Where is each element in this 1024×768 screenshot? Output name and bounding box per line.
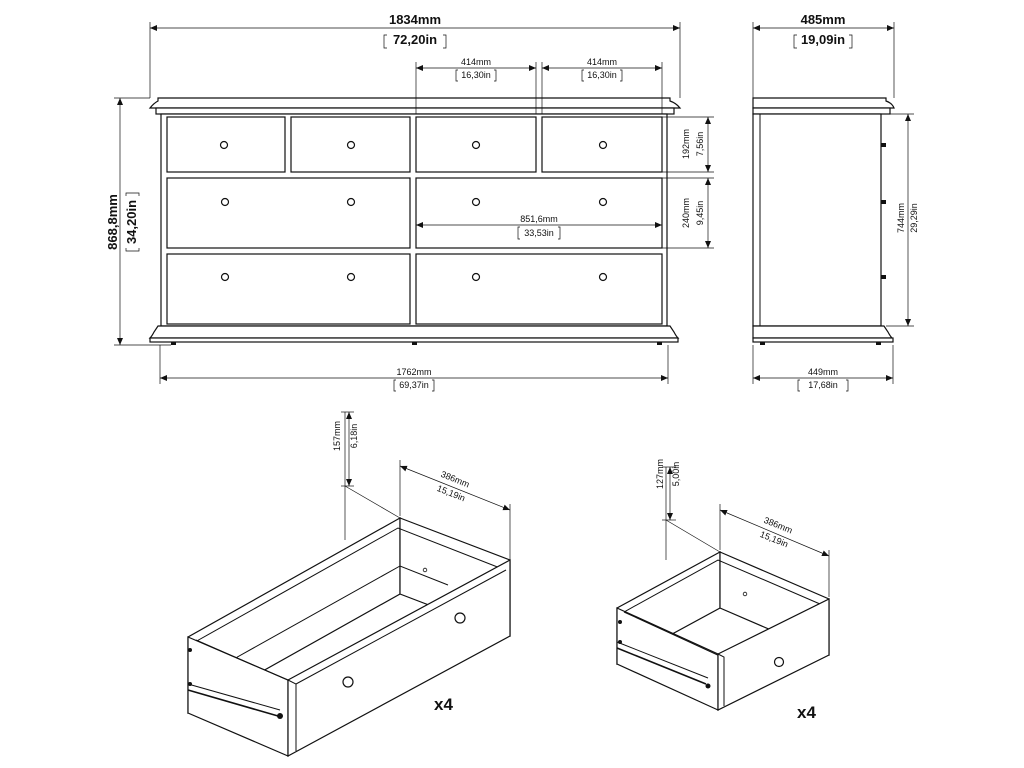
overall-height-label: 868,8mm [105,194,120,250]
small-drawer-height-label: 192mm [681,129,691,159]
drawer-knob [346,197,356,207]
dimension-side-height: 744mm 29,29in [886,113,919,327]
front-plinth [148,325,680,339]
small-drawer-knob [773,656,785,668]
drawer-knob [471,272,481,282]
small-drawer-screw [705,683,711,689]
front-foot-right [657,342,662,345]
large-drawer-screw [188,682,192,686]
drawer-width-a-inch-label: 16,30in [461,70,491,80]
large-drawer-isometric: 157mm 6,18in 386mm 15,19in x4 [187,411,511,758]
large-drawer-height-iso-label: 157mm [332,421,342,451]
large-drawer-height-inch-label: 9,45in [695,201,705,226]
dimension-overall-width: 1834mm 72,20in [149,12,681,98]
side-knob-profile [881,143,886,147]
large-drawer-width-inch-label: 33,53in [524,228,554,238]
drawer-knob [220,197,230,207]
large-drawer-height-iso-inch-label: 6,18in [349,424,359,449]
drawer-knob [598,197,608,207]
side-cornice [752,97,895,109]
large-drawer-knob [342,676,354,688]
drawer-knob [346,272,356,282]
small-drawer-height-iso-inch-label: 5,00in [671,462,681,487]
large-drawer-screw [422,567,428,573]
dimension-overall-height: 868,8mm 34,20in [105,97,171,346]
small-drawer-screw [618,640,622,644]
side-plinth [752,325,894,339]
side-cornice-band [752,107,891,115]
overall-width-inch-label: 72,20in [393,32,437,47]
side-depth-label: 485mm [801,12,846,27]
dimension-drawer-width-b: 414mm 16,30in [541,57,663,114]
side-depth-inch-label: 19,09in [801,32,845,47]
side-knob-profile [881,200,886,204]
drawer-knob [346,140,356,150]
large-drawer-quantity: x4 [434,695,453,714]
dimension-drawer-width-a: 414mm 16,30in [415,57,537,114]
drawer-knob [598,272,608,282]
small-drawer-front-panel [717,598,830,711]
dimension-base-width: 1762mm 69,37in [159,345,669,392]
drawer-knob [219,140,229,150]
small-drawer-height-iso-label: 127mm [655,459,665,489]
drawer-knob [220,272,230,282]
small-drawer-quantity: x4 [797,703,816,722]
drawer-width-b-inch-label: 16,30in [587,70,617,80]
dimension-large-drawer-height-iso: 157mm 6,18in [332,411,401,540]
dimension-small-drawer-height: 192mm 7,56in [662,116,714,173]
drawer-front [415,177,663,249]
side-base-depth-inch-label: 17,68in [808,380,838,390]
side-height-label: 744mm [896,203,906,233]
drawer-width-a-label: 414mm [461,57,491,67]
large-drawer-knob [454,612,466,624]
large-drawer-height-label: 240mm [681,198,691,228]
overall-height-inch-label: 34,20in [124,200,139,244]
dimension-side-depth: 485mm 19,09in [752,12,895,98]
drawer-knob [598,140,608,150]
front-cornice [148,97,682,109]
side-base-depth-label: 449mm [808,367,838,377]
small-drawer-height-inch-label: 7,56in [695,132,705,157]
drawer-width-b-label: 414mm [587,57,617,67]
large-drawer-screw [188,648,192,652]
dimension-large-drawer-width: 851,6mm 33,53in [416,214,662,240]
front-foot-left [171,342,176,345]
large-drawer-screw [277,713,283,719]
side-knob-profile [881,275,886,279]
small-drawer-isometric: 127mm 5,00in 386mm 15,19in x4 [616,459,830,722]
drawer-front [166,253,411,325]
side-view: 485mm 19,09in 744mm 29,29in 449mm 17,68i… [752,12,919,392]
drawer-front [166,177,411,249]
dimension-small-drawer-height-iso: 127mm 5,00in [655,459,721,560]
front-cornice-band [155,107,675,115]
side-base [752,337,894,343]
front-foot-mid [412,342,417,345]
large-drawer-front-panel [287,558,511,758]
front-base [149,337,679,343]
small-drawer-screw [618,620,622,624]
side-carcass [752,113,882,327]
drawer-front [415,253,663,325]
small-drawer-screw [742,591,748,597]
side-foot [876,342,881,345]
base-width-label: 1762mm [396,367,431,377]
front-view: 1834mm 72,20in 414mm 16,30in 414mm 16,30… [105,12,714,392]
side-foot [760,342,765,345]
large-drawer-width-label: 851,6mm [520,214,558,224]
base-width-inch-label: 69,37in [399,380,429,390]
drawer-knob [471,197,481,207]
side-height-inch-label: 29,29in [909,203,919,233]
drawer-knob [471,140,481,150]
overall-width-label: 1834mm [389,12,441,27]
dimension-large-drawer-height: 240mm 9,45in [662,177,714,249]
dimension-side-base-depth: 449mm 17,68in [752,345,894,392]
